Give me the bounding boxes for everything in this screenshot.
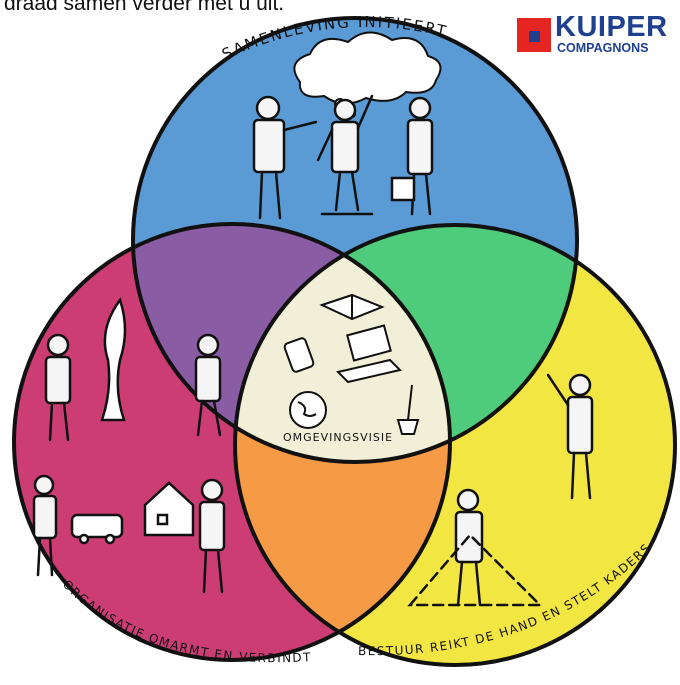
people-organisatie	[32, 333, 226, 594]
logo-name: KUIPER	[555, 11, 668, 43]
center-label: OMGEVINGSVISIE	[283, 431, 393, 444]
logo-subtitle: COMPAGNONS	[557, 41, 649, 55]
van-icon	[70, 513, 124, 545]
shovel-icon	[396, 384, 420, 435]
people-samenleving	[252, 94, 434, 220]
partial-caption: draad samen verder met u uit.	[4, 0, 285, 15]
phone-icon	[283, 337, 315, 373]
house-icon	[143, 481, 195, 537]
laptop-icon	[336, 324, 402, 384]
book-icon	[319, 293, 385, 321]
center-objects	[283, 293, 420, 435]
overlap-center	[235, 225, 450, 462]
kuiper-logo: KUIPER COMPAGNONS	[517, 11, 677, 56]
tree-icon	[100, 297, 127, 422]
people-bestuur	[407, 373, 594, 607]
logo-mark-icon	[517, 18, 551, 52]
circle-outlines	[12, 16, 677, 667]
globe-icon	[289, 391, 327, 429]
